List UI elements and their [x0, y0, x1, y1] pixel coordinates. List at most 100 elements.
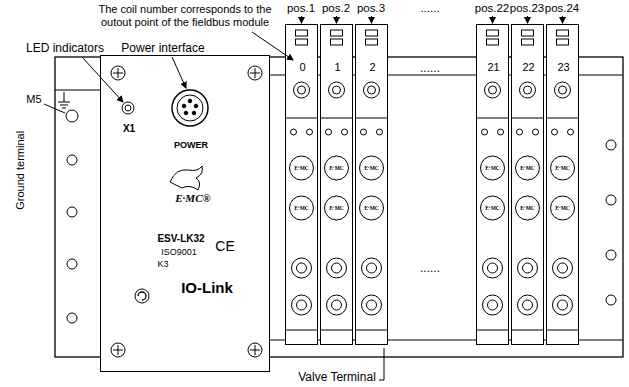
valve-slice-face [476, 24, 509, 345]
callout-label: M5 [26, 93, 41, 106]
slice-divider [355, 330, 388, 331]
solenoid-cap [290, 196, 314, 220]
valve-slice: 2 [355, 24, 388, 345]
leader-line [172, 57, 186, 88]
slice-divider [546, 118, 579, 119]
screw-cross [255, 68, 256, 78]
solenoid-cap [360, 196, 384, 220]
position-label: pos.24 [545, 2, 580, 15]
coil-number: 0 [299, 61, 305, 74]
position-arrow [336, 16, 337, 23]
air-port [292, 295, 312, 315]
coil-connector [559, 86, 567, 94]
connector-pin [184, 111, 188, 115]
mounting-hole [67, 313, 77, 323]
mounting-hole [67, 259, 77, 269]
valve-slice: 0 [285, 24, 318, 345]
coil-number: 2 [369, 61, 375, 74]
slice-screw [326, 129, 332, 135]
mounting-hole [67, 207, 77, 217]
slice-divider [511, 118, 544, 119]
solenoid-cap [290, 156, 314, 180]
position-label: pos.3 [357, 2, 385, 15]
air-port [327, 258, 347, 278]
coil-connector [294, 82, 310, 98]
slice-led [522, 30, 534, 36]
mounting-hole [606, 295, 616, 305]
ce-mark: CE [215, 238, 234, 254]
connector-label: POWER [174, 140, 208, 150]
slice-led [366, 30, 378, 36]
coil-number: 23 [557, 61, 569, 74]
coil-connector [520, 82, 536, 98]
solenoid-cap [481, 156, 505, 180]
valve-slice: 22 [511, 24, 544, 345]
ground-symbol [64, 92, 65, 102]
solenoid-cap [551, 156, 575, 180]
connector-label: X1 [123, 123, 135, 135]
coil-connector [555, 82, 571, 98]
position-label: pos.23 [510, 2, 545, 15]
air-port [553, 258, 573, 278]
connector-pin [188, 99, 192, 103]
model-code: K3 [157, 259, 168, 269]
slice-led [487, 39, 499, 45]
logo-mark: E·MC [520, 205, 535, 211]
logo-mark: E·MC [329, 205, 344, 211]
leader-line [82, 57, 123, 102]
slice-divider [355, 118, 388, 119]
slice-led [487, 30, 499, 36]
mounting-hole [606, 195, 616, 205]
air-port [367, 300, 377, 310]
slice-led [557, 39, 569, 45]
air-port [558, 300, 568, 310]
mounting-hole [67, 155, 77, 165]
position-label: pos.2 [322, 2, 350, 15]
logo-mark: E·MC [329, 165, 344, 171]
callout-label: LED indicators [26, 42, 104, 56]
slice-screw [377, 129, 383, 135]
io-link-logo-text: IO-Link [181, 279, 233, 296]
solenoid-cap [481, 196, 505, 220]
air-port [558, 263, 568, 273]
coil-connector [524, 86, 532, 94]
coil-number: 21 [487, 61, 499, 74]
coil-number: 1 [334, 61, 340, 74]
screw-head [248, 343, 262, 357]
slice-led [296, 39, 308, 45]
slice-divider [476, 118, 509, 119]
slice-led [331, 39, 343, 45]
screw-cross [255, 345, 256, 355]
solenoid-cap [516, 196, 540, 220]
certification-text: ISO9001 [161, 247, 197, 257]
position-arrow [492, 16, 493, 23]
slice-divider [476, 330, 509, 331]
mounting-hole [606, 140, 616, 150]
screw-head [111, 343, 125, 357]
logo-mark: E·MC [485, 205, 500, 211]
valve-slice-face [285, 24, 318, 345]
air-port [362, 258, 382, 278]
air-port [518, 258, 538, 278]
slice-divider [511, 330, 544, 331]
coil-connector [298, 86, 306, 94]
logo-mark: E·MC [555, 205, 570, 211]
slice-screw [342, 129, 348, 135]
part-name: Valve Terminal [298, 371, 376, 385]
slice-divider [285, 330, 318, 331]
ellipsis: ...... [420, 2, 439, 15]
note-text: The coil number corresponds to the outou… [86, 3, 284, 28]
air-port [523, 263, 533, 273]
leader-line [379, 380, 384, 381]
valve-slice: 21 [476, 24, 509, 345]
valve-slice: 1 [320, 24, 353, 345]
coil-connector [485, 82, 501, 98]
slice-screw [552, 129, 558, 135]
screw-cross [118, 345, 119, 355]
slice-led [522, 39, 534, 45]
air-port [327, 295, 347, 315]
leader-line [384, 348, 385, 380]
valve-slice-face [546, 24, 579, 345]
slice-screw [533, 129, 539, 135]
ellipsis: ...... [420, 262, 440, 276]
